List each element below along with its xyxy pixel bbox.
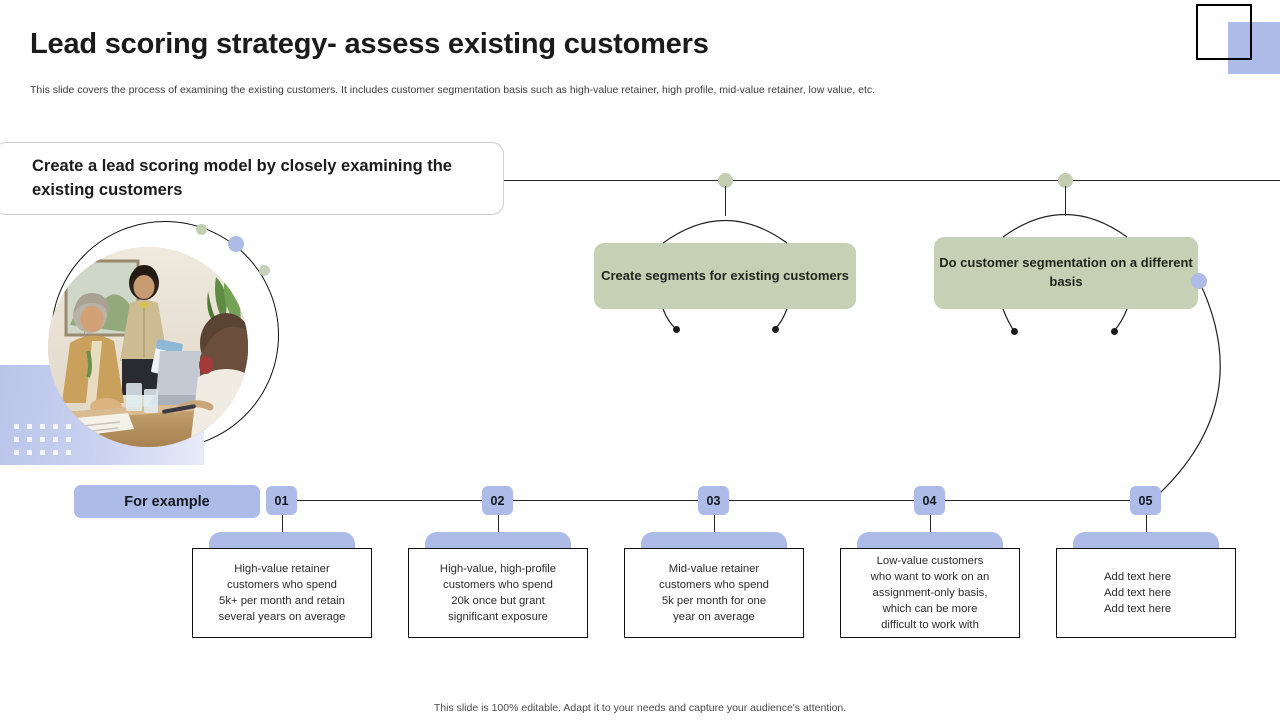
dot-grid-cell [27,450,32,455]
segment-box-1[interactable]: Create segments for existing customers [594,243,856,309]
dot-grid-cell [53,437,58,442]
dot-grid-cell [14,424,19,429]
page-title: Lead scoring strategy- assess existing c… [30,28,709,60]
timeline-number-badge-01[interactable]: 01 [266,486,297,515]
dot-grid-cell [66,450,71,455]
dot-grid-cell [40,450,45,455]
photo-dot-blue [228,236,244,252]
timeline-card-04[interactable]: Low-value customers who want to work on … [840,548,1020,638]
timeline-card-02-text: High-value, high-profile customers who s… [439,562,557,624]
for-example-label: For example [124,493,210,510]
timeline-drop-line-01 [282,515,283,547]
timeline-card-03-text: Mid-value retainer customers who spend 5… [659,562,769,624]
dot-grid-cell [14,450,19,455]
decorative-outline-square [1196,4,1252,60]
headline-callout-text: Create a lead scoring model by closely e… [32,157,452,199]
dot-grid-cell [53,424,58,429]
headline-callout-box: Create a lead scoring model by closely e… [0,142,504,215]
timeline-line-2 [513,500,699,501]
segment-box-1-label: Create segments for existing customers [601,267,849,283]
decorative-dot-grid [14,424,78,462]
timeline-number-05: 05 [1138,493,1153,508]
timeline-card-01-text: High-value retainer customers who spend … [218,562,346,624]
segment-end-dot-1b [772,326,779,333]
timeline-number-04: 04 [922,493,937,508]
segment-end-dot-2a [1011,328,1018,335]
timeline-number-01: 01 [274,493,289,508]
dot-grid-cell [66,424,71,429]
timeline-drop-line-04 [930,515,931,547]
timeline-line-3 [729,500,915,501]
timeline-number-badge-05[interactable]: 05 [1130,486,1161,515]
dot-grid-cell [66,437,71,442]
timeline-drop-line-05 [1146,515,1147,547]
segment-box-2-label: Do customer segmentation on a different … [939,255,1193,289]
timeline-number-03: 03 [706,493,721,508]
timeline-drop-line-02 [498,515,499,547]
timeline-card-05-text: Add text here Add text here Add text her… [1104,570,1172,616]
segment-box-2-anchor-dot [1191,273,1207,289]
segment-end-dot-1a [673,326,680,333]
timeline-card-02[interactable]: High-value, high-profile customers who s… [408,548,588,638]
timeline-line-1 [297,500,483,501]
spine-node-dot-1 [718,173,733,188]
photo-dot-green-top [196,224,207,235]
main-horizontal-connector [503,180,1280,181]
segment-stem-1 [725,186,726,216]
dot-grid-cell [27,437,32,442]
timeline-card-03[interactable]: Mid-value retainer customers who spend 5… [624,548,804,638]
page-subtitle: This slide covers the process of examini… [30,84,876,96]
timeline-card-04-text: Low-value customers who want to work on … [870,554,990,632]
dot-grid-cell [14,437,19,442]
timeline-card-05[interactable]: Add text here Add text here Add text her… [1056,548,1236,638]
segment-box-2[interactable]: Do customer segmentation on a different … [934,237,1198,309]
timeline-number-badge-03[interactable]: 03 [698,486,729,515]
business-meeting-photo [48,247,248,447]
timeline-number-02: 02 [490,493,505,508]
timeline-card-01[interactable]: High-value retainer customers who spend … [192,548,372,638]
spine-node-dot-2 [1058,173,1073,188]
dot-grid-cell [53,450,58,455]
timeline-number-badge-04[interactable]: 04 [914,486,945,515]
timeline-drop-line-03 [714,515,715,547]
dot-grid-cell [40,437,45,442]
decorative-filled-square [1228,22,1280,74]
segment-end-dot-2b [1111,328,1118,335]
dot-grid-cell [27,424,32,429]
timeline-line-4 [945,500,1131,501]
for-example-badge: For example [74,485,260,518]
photo-dot-green-right [259,265,270,276]
segment-stem-2 [1065,186,1066,216]
footer-note: This slide is 100% editable. Adapt it to… [433,702,847,714]
timeline-number-badge-02[interactable]: 02 [482,486,513,515]
dot-grid-cell [40,424,45,429]
